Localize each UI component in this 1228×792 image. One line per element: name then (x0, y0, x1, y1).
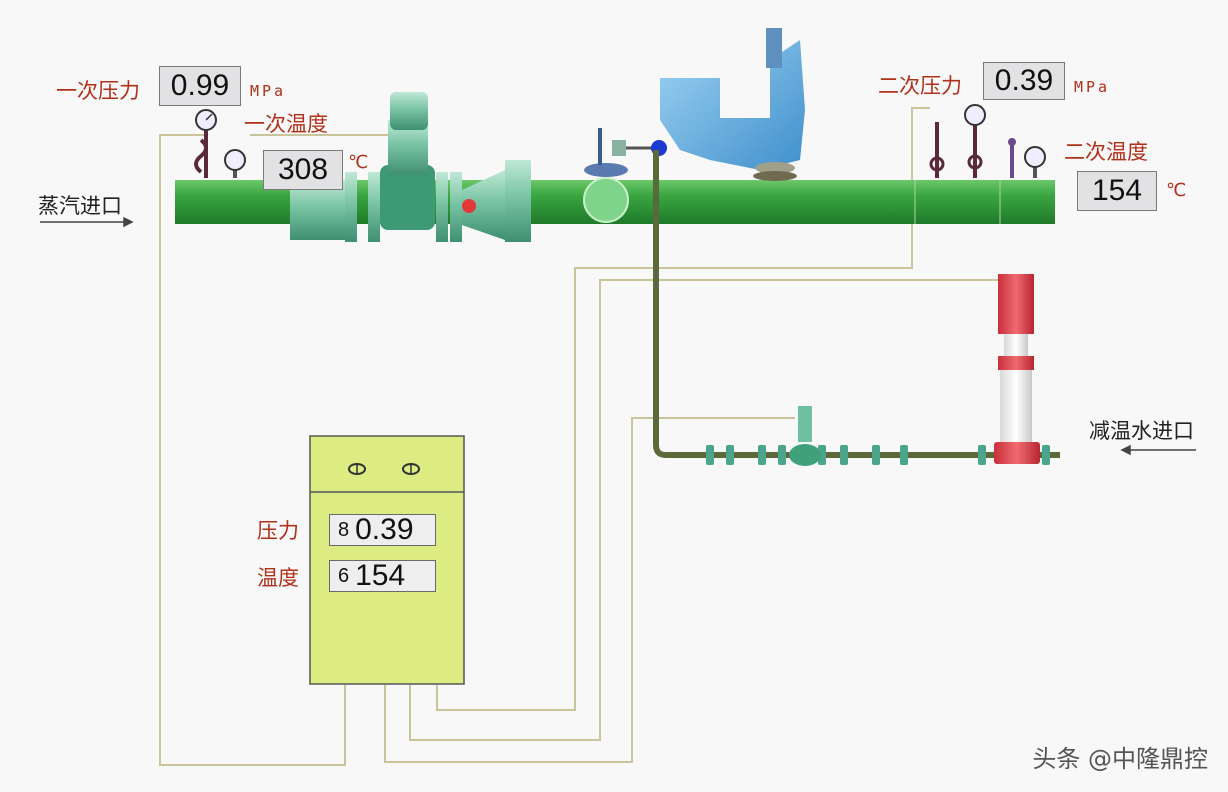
water-control-valve (994, 274, 1040, 464)
secondary-temperature-label: 二次温度 (1064, 140, 1148, 164)
primary-temperature-display: 308 (263, 150, 343, 190)
controller-temperature-label: 温度 (257, 566, 299, 590)
primary-pressure-label: 一次压力 (56, 79, 140, 103)
bypass-valve (583, 128, 667, 223)
secondary-pressure-display: 0.39 (983, 62, 1065, 100)
primary-pressure-unit: MPa (250, 82, 287, 100)
controller-pressure-value: 0.39 (355, 513, 414, 546)
secondary-instruments (929, 104, 1046, 178)
primary-pressure-display: 0.99 (159, 66, 241, 106)
controller-pressure-label: 压力 (257, 519, 299, 543)
water-inlet-label: 减温水进口 (1089, 419, 1194, 443)
watermark: 头条 @中隆鼎控 (1032, 745, 1208, 773)
secondary-temperature-display: 154 (1077, 171, 1157, 211)
spray-nozzle-actuator (660, 28, 805, 181)
pressure-reducing-valve (290, 92, 531, 242)
controller-temperature-value: 154 (355, 559, 406, 592)
primary-temperature-label: 一次温度 (244, 112, 328, 136)
controller-pressure-display: 8 0.39 (329, 513, 436, 546)
controller-temperature-index: 6 (338, 564, 350, 587)
flow-arrows (40, 216, 1196, 456)
controller-temperature-display: 6 154 (329, 559, 436, 592)
primary-pressure-gauge (194, 109, 246, 178)
controller-pressure-index: 8 (338, 518, 350, 541)
secondary-pressure-unit: MPa (1074, 78, 1111, 96)
steam-inlet-label: 蒸汽进口 (38, 194, 122, 218)
secondary-temperature-unit: ℃ (1166, 180, 1187, 201)
water-injection-line (653, 150, 1060, 466)
primary-temperature-unit: ℃ (348, 152, 369, 173)
secondary-pressure-label: 二次压力 (878, 74, 962, 98)
